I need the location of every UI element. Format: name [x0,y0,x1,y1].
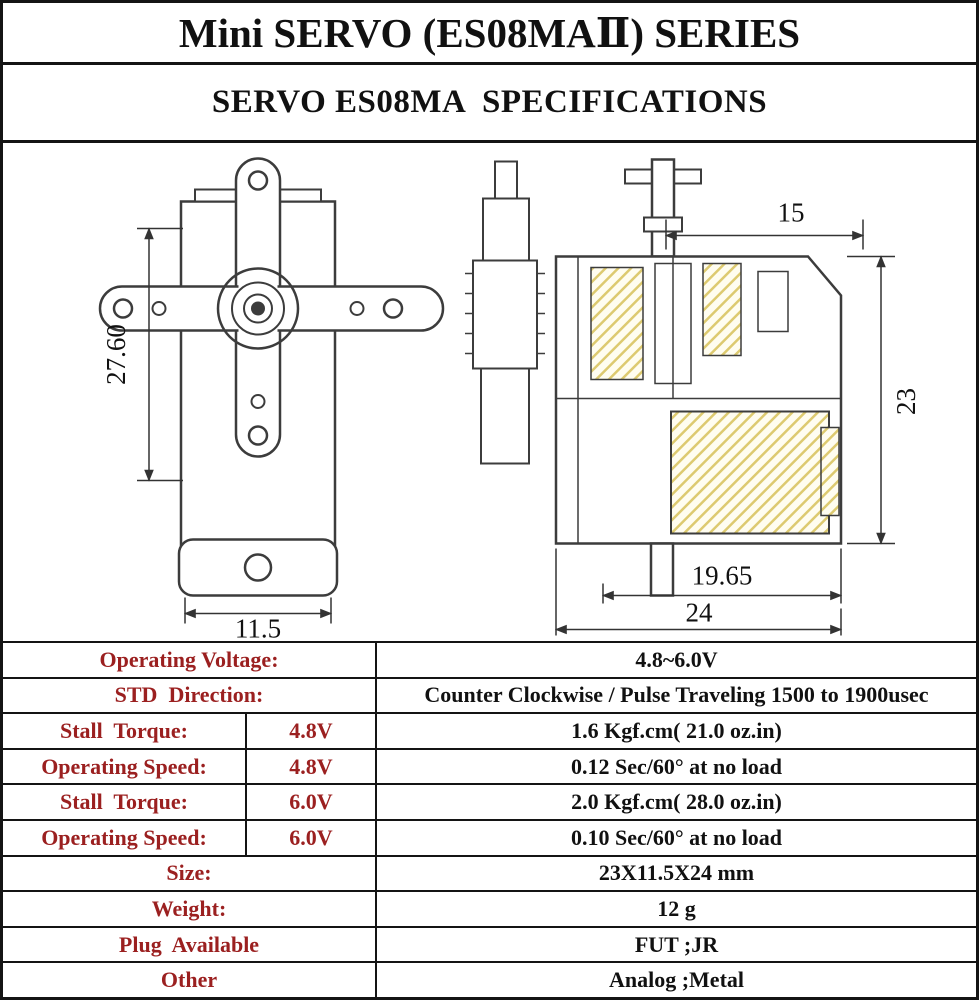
side-view-drawing [465,158,843,597]
spec-row: STD Direction: Counter Clockwise / Pulse… [3,676,976,713]
spec-row: Weight: 12 g [3,890,976,926]
spec-label: Operating Speed: [3,749,247,784]
servo-technical-drawings: 27.60 11.5 15 23 19.65 24 [98,157,921,642]
spec-value: 2.0 Kgf.cm( 28.0 oz.in) [571,789,782,815]
spec-label: Operating Voltage: [3,643,377,677]
spec-row: Plug Available FUT ;JR [3,925,976,962]
spec-value: Counter Clockwise / Pulse Traveling 1500… [424,682,929,708]
spec-value: 0.12 Sec/60° at no load [570,753,783,779]
spec-row: Operating Speed: 6.0V 0.10 Sec/60° at no… [3,818,976,855]
spec-condition: 6.0V [247,785,377,819]
spec-value: FUT ;JR [634,931,719,957]
front-height-dim-label: 27.60 [101,324,131,385]
spec-condition: 4.8V [247,749,377,784]
side-inner-width-dim-label: 19.65 [692,561,753,591]
spec-label: Operating Speed: [3,820,247,855]
spec-row: Stall Torque: 4.8V 1.6 Kgf.cm( 21.0 oz.i… [3,712,976,748]
spec-label: Stall Torque: [3,785,247,819]
spec-label: Weight: [3,892,377,926]
spec-row: Size: 23X11.5X24 mm [3,854,976,891]
spec-title: SERVO ES08MA SPECIFICATIONS [3,65,976,143]
spec-condition: 6.0V [247,820,377,855]
spec-value: 23X11.5X24 mm [598,860,755,886]
spec-value: 1.6 Kgf.cm( 21.0 oz.in) [571,717,782,743]
technical-drawings-section: 27.60 11.5 15 23 19.65 24 [3,143,976,643]
spec-label: STD Direction: [3,678,377,713]
spec-row: Operating Voltage: 4.8~6.0V [3,643,976,677]
dimension-annotations [137,219,895,636]
spec-table: Operating Voltage: 4.8~6.0V STD Directio… [3,643,976,997]
side-width-dim-label: 24 [686,598,714,628]
spec-value: 12 g [657,895,696,921]
spec-label: Other [3,963,377,997]
spec-row: Stall Torque: 6.0V 2.0 Kgf.cm( 28.0 oz.i… [3,783,976,819]
spec-label: Stall Torque: [3,714,247,748]
spec-row: Operating Speed: 4.8V 0.12 Sec/60° at no… [3,747,976,784]
spec-label: Size: [3,856,377,891]
spec-value: 0.10 Sec/60° at no load [570,824,783,850]
side-top-dim-label: 15 [778,198,805,228]
front-width-dim-label: 11.5 [235,614,281,642]
series-title: Mini SERVO (ES08MAⅡ) SERIES [3,3,976,65]
side-height-dim-label: 23 [891,388,921,415]
front-view-drawing [98,157,445,597]
spec-label: Plug Available [3,927,377,962]
dimension-labels: 27.60 11.5 15 23 19.65 24 [101,198,921,642]
spec-value: 4.8~6.0V [635,646,718,672]
spec-row: Other Analog ;Metal [3,961,976,997]
spec-value: Analog ;Metal [608,967,745,993]
spec-condition: 4.8V [247,714,377,748]
